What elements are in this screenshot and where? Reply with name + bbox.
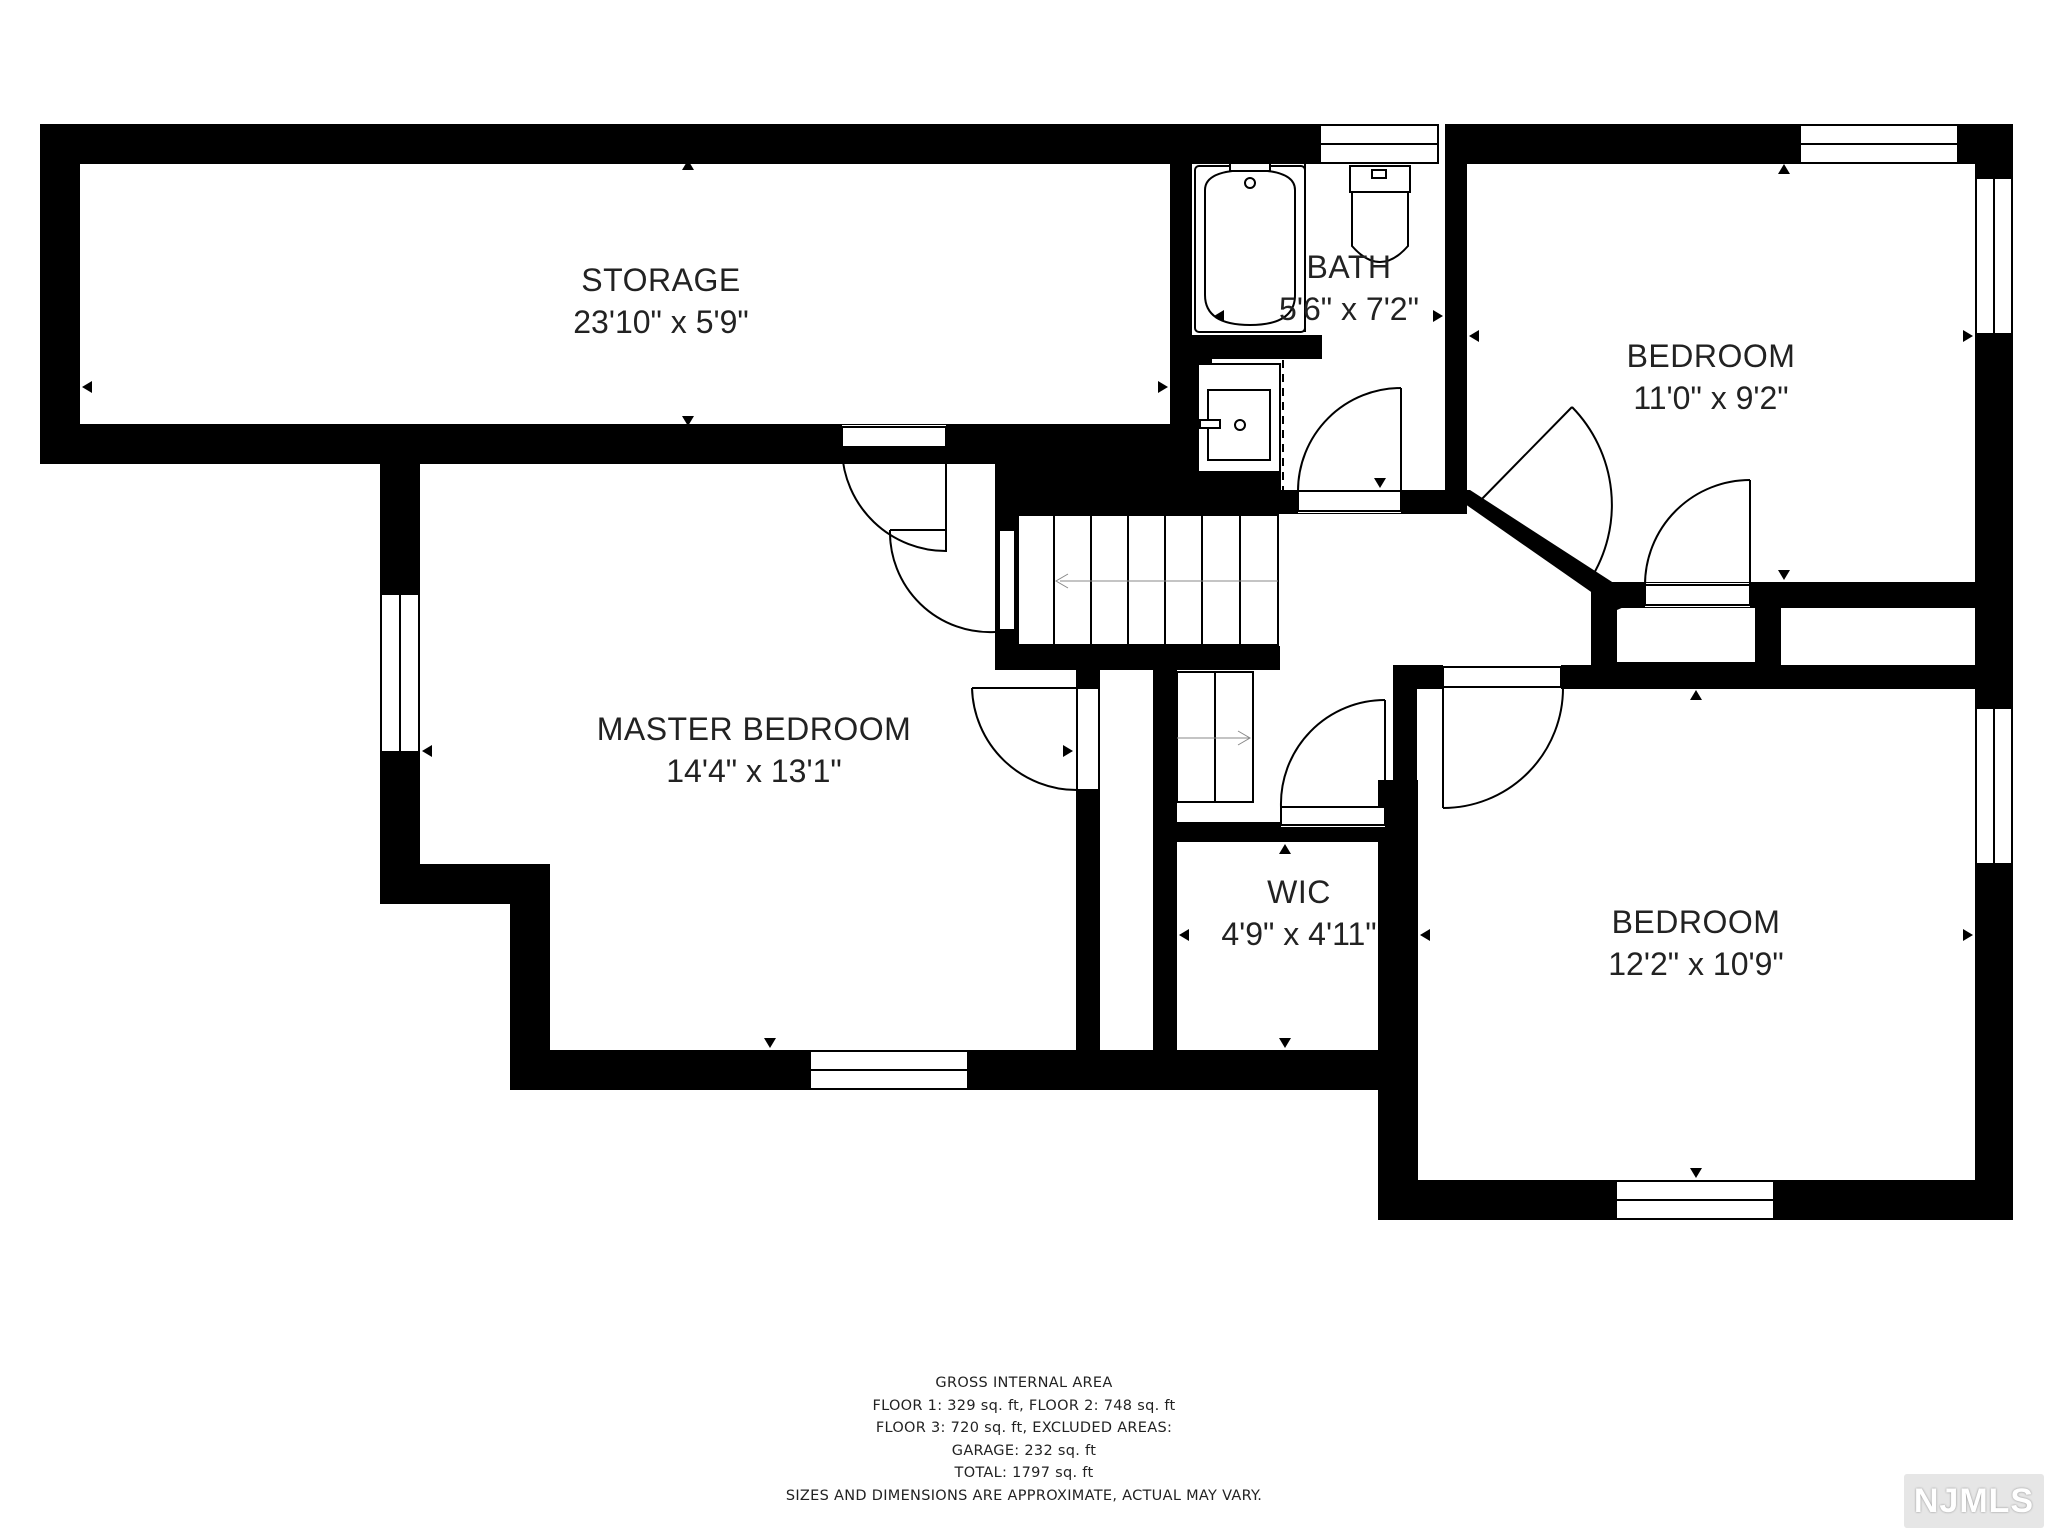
wall: [995, 646, 1280, 670]
room-name: BEDROOM: [1611, 904, 1781, 940]
room-label-bedroom-lower: BEDROOM 12'2" x 10'9": [1608, 902, 1784, 985]
room-dims: 4'9" x 4'11": [1221, 915, 1377, 952]
room-label-bath: BATH 5'6" x 7'2": [1279, 247, 1419, 330]
room-label-master-bedroom: MASTER BEDROOM 14'4" x 13'1": [597, 709, 912, 792]
door-leaf: [1076, 687, 1100, 791]
door-leaf: [1297, 490, 1402, 512]
footer-line: GARAGE: 232 sq. ft: [951, 1442, 1097, 1459]
wall: [40, 124, 80, 464]
stair-upper: [1017, 514, 1279, 646]
footer-line: TOTAL: 1797 sq. ft: [954, 1465, 1094, 1481]
room-label-wic: WIC 4'9" x 4'11": [1221, 872, 1376, 955]
room-dims: 23'10" x 5'9": [573, 303, 749, 340]
area-summary: GROSS INTERNAL AREA FLOOR 1: 329 sq. ft,…: [0, 1372, 2048, 1507]
dimension-markers: [82, 160, 1973, 1178]
door-opening: [1281, 647, 1385, 669]
footer-line: SIZES AND DIMENSIONS ARE APPROXIMATE, AC…: [785, 1487, 1263, 1504]
room-dims: 14'4" x 13'1": [666, 752, 842, 789]
wall: [1445, 490, 1640, 610]
room-dims: 11'0" x 9'2": [1633, 379, 1789, 416]
windows: [380, 124, 2013, 1220]
room-name: BEDROOM: [1626, 338, 1796, 374]
room-dims: 5'6" x 7'2": [1279, 290, 1419, 327]
room-label-bedroom-upper: BEDROOM 11'0" x 9'2": [1627, 336, 1796, 419]
doors: [841, 387, 1972, 827]
room-name: WIC: [1267, 874, 1331, 910]
footer-line: GROSS INTERNAL AREA: [935, 1375, 1113, 1391]
wall: [1192, 335, 1322, 359]
wall: [40, 124, 1407, 164]
door-leaf: [841, 447, 947, 553]
wall: [1170, 124, 1192, 464]
wall: [1445, 124, 1467, 514]
footer-line: FLOOR 3: 720 sq. ft, EXCLUDED AREAS:: [875, 1420, 1173, 1436]
room-name: BATH: [1306, 249, 1392, 285]
walls: [40, 124, 2013, 1220]
wall: [1378, 780, 1418, 1220]
room-label-storage: STORAGE 23'10" x 5'9": [573, 260, 749, 343]
footer-line: FLOOR 1: 329 sq. ft, FLOOR 2: 748 sq. ft: [872, 1397, 1176, 1414]
njmls-logo: NJMLS: [1904, 1474, 2044, 1528]
room-name: MASTER BEDROOM: [596, 711, 912, 747]
door-leaf: [1644, 584, 1751, 606]
wall: [1153, 670, 1177, 1060]
door-leaf: [1442, 666, 1562, 688]
room-dims: 12'2" x 10'9": [1608, 945, 1784, 982]
stairs: [998, 514, 1279, 803]
door-leaf: [841, 426, 947, 448]
room-name: STORAGE: [581, 262, 741, 298]
fixtures: [1194, 160, 1411, 490]
door-leaf: [1280, 806, 1386, 826]
